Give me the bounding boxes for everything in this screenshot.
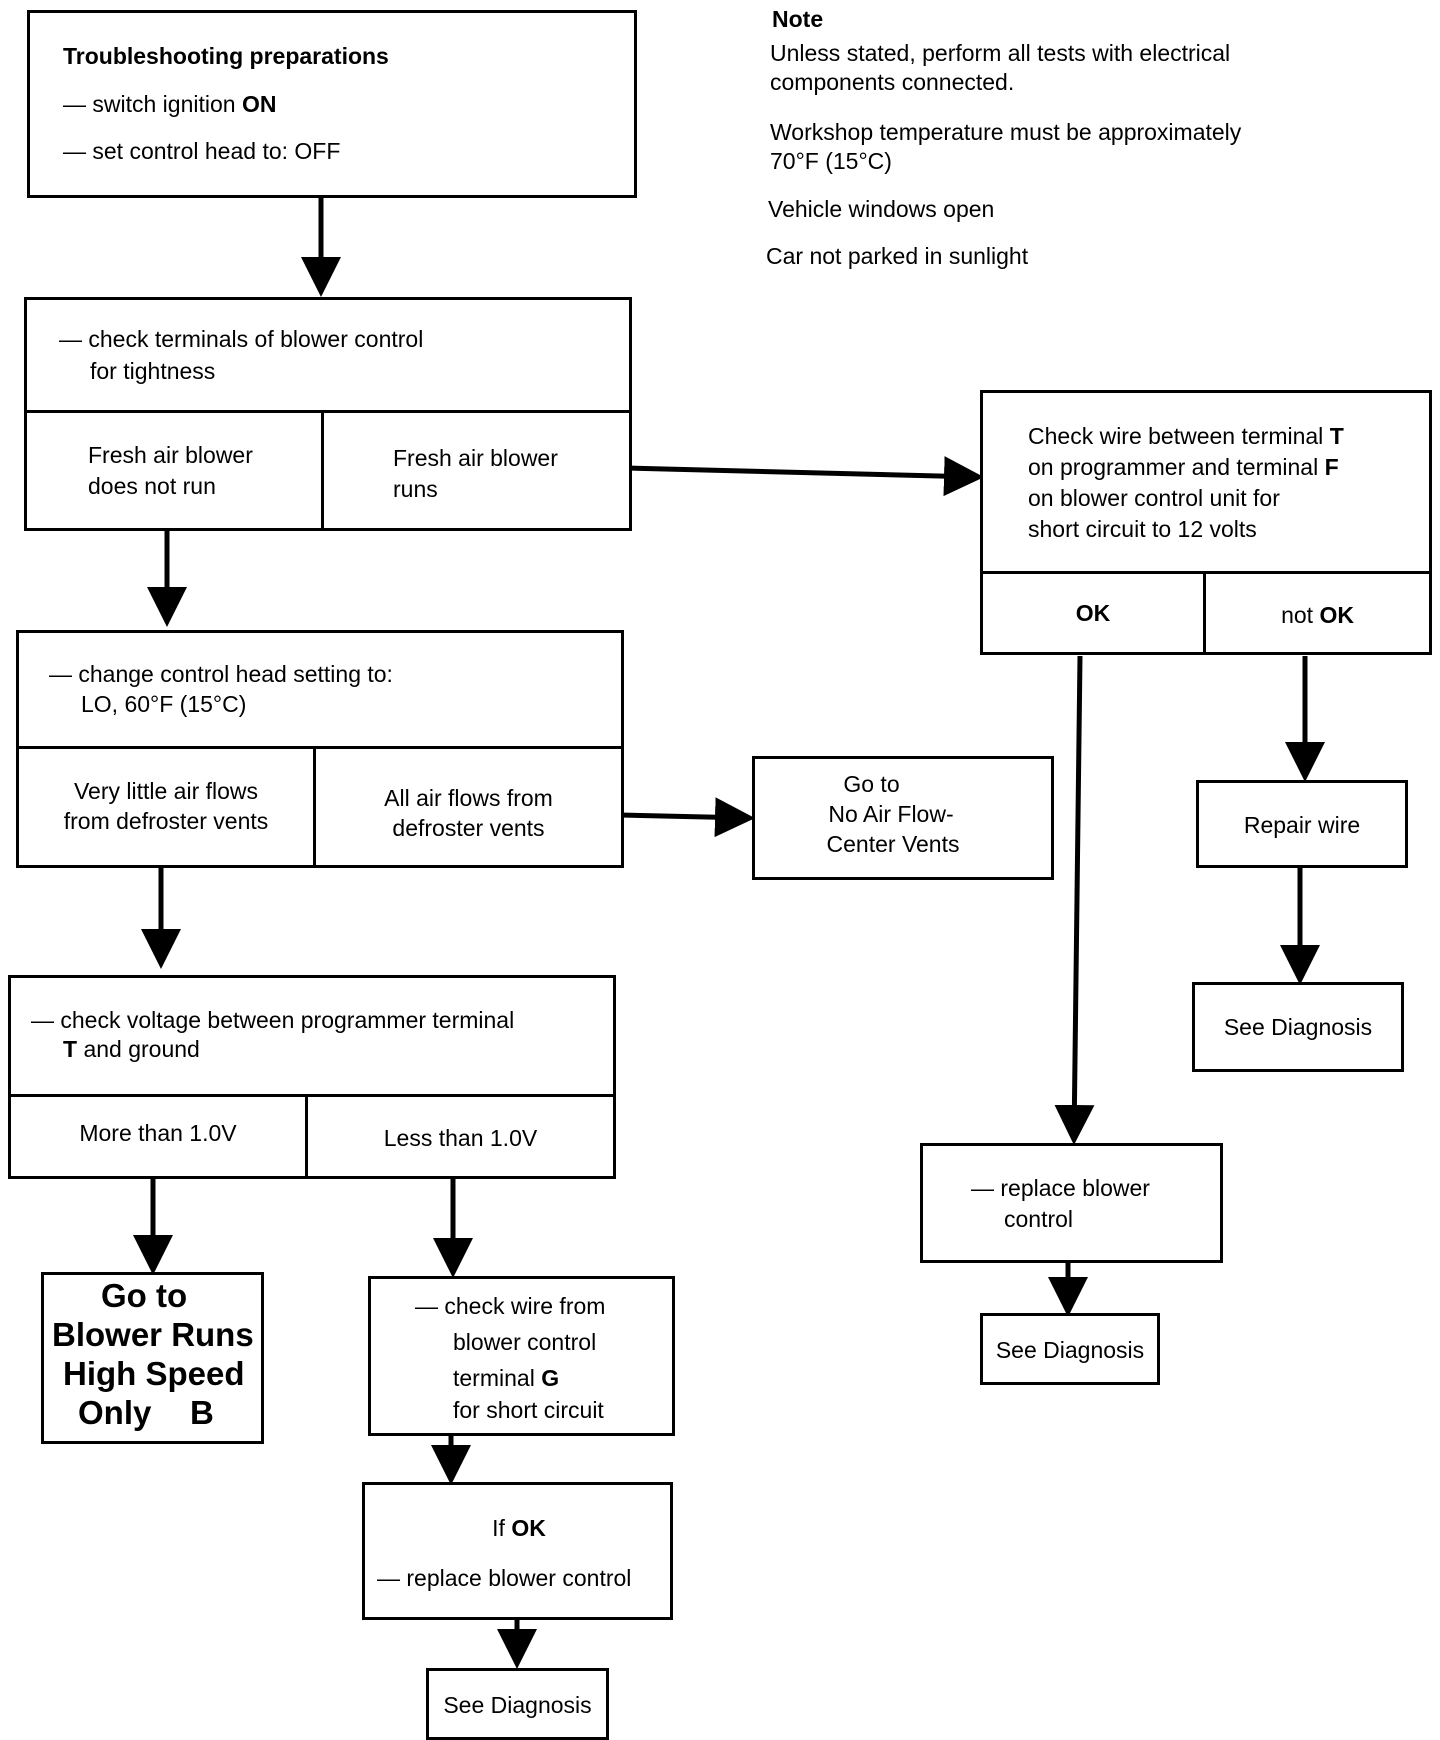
go-center-line2: No Air Flow- xyxy=(828,801,954,827)
replace-blower-line2: control xyxy=(1004,1206,1074,1232)
little-air-line1: Very little air flows xyxy=(73,778,259,804)
arrow-runs-to-check-wire-t xyxy=(626,456,984,497)
see-diagnosis-bottom-label: See Diagnosis xyxy=(443,1692,592,1718)
if-ok-line: — replace blower control xyxy=(377,1565,632,1591)
check-voltage-box: — check voltage between programmer termi… xyxy=(8,975,616,1179)
not-ok-text: not xyxy=(1281,602,1320,628)
prep-line-control-head: — set control head to: OFF xyxy=(63,138,341,164)
more-than-label: More than 1.0V xyxy=(79,1120,237,1146)
go-blower-line4-b: B xyxy=(190,1394,214,1431)
go-center-line3: Center Vents xyxy=(826,831,960,857)
check-wire-t-line1: Check wire between terminal T xyxy=(1028,421,1344,452)
check-wire-g-line1: — check wire from xyxy=(415,1293,606,1319)
check-wire-t-divider xyxy=(983,571,1429,574)
replace-blower-box: — replace blower control xyxy=(920,1143,1223,1263)
if-ok-title: If OK xyxy=(365,1513,673,1544)
check-voltage-line1: — check voltage between programmer termi… xyxy=(31,1007,515,1033)
prep-box: Troubleshooting preparations — switch ig… xyxy=(27,10,637,198)
note-p4: Car not parked in sunlight xyxy=(766,243,1029,269)
change-control-box: — change control head setting to: LO, 60… xyxy=(16,630,624,868)
note-p1-line2: components connected. xyxy=(770,69,1015,95)
check-wire-t-line2-text: on programmer and terminal xyxy=(1028,454,1325,480)
see-diagnosis-mid-label: See Diagnosis xyxy=(995,1337,1145,1363)
blower-runs-line1: Fresh air blower xyxy=(393,445,558,471)
change-control-line1: — change control head setting to: xyxy=(49,661,393,687)
terminal-t-label: T xyxy=(1329,423,1344,449)
go-blower-line2: Blower Runs xyxy=(52,1316,254,1353)
blower-runs-line2: runs xyxy=(393,476,438,502)
less-than-label: Less than 1.0V xyxy=(383,1125,538,1151)
see-diagnosis-bottom-box: See Diagnosis xyxy=(426,1668,609,1740)
little-air-line2: from defroster vents xyxy=(63,808,269,834)
check-wire-t-box: Check wire between terminal T on program… xyxy=(980,390,1432,655)
check-terminals-split xyxy=(321,410,324,528)
all-air-line1: All air flows from xyxy=(384,785,553,811)
go-center-line1: Go to xyxy=(843,771,900,797)
arrow-all-air-to-go-center xyxy=(619,797,755,838)
check-terminals-divider xyxy=(27,410,629,413)
change-control-line2: LO, 60°F (15°C) xyxy=(81,691,247,717)
check-wire-t-split xyxy=(1203,571,1206,652)
check-wire-t-line2: on programmer and terminal F xyxy=(1028,452,1339,483)
check-wire-t-line4: short circuit to 12 volts xyxy=(1028,516,1257,542)
prep-line-ignition: — switch ignition ON xyxy=(63,89,276,120)
note-title: Note xyxy=(772,6,824,32)
check-terminals-line1: — check terminals of blower control xyxy=(59,326,424,352)
if-ok-title-bold: OK xyxy=(511,1515,546,1541)
check-wire-g-line2: blower control xyxy=(453,1329,597,1355)
prep-title: Troubleshooting preparations xyxy=(63,43,389,69)
see-diagnosis-right-box: See Diagnosis xyxy=(1192,982,1404,1072)
check-wire-g-box: — check wire from blower control termina… xyxy=(368,1276,675,1436)
change-control-divider xyxy=(19,746,621,749)
ok-label: OK xyxy=(1075,600,1111,626)
if-ok-title-text: If xyxy=(492,1515,512,1541)
not-ok-label: not OK xyxy=(1206,600,1429,631)
all-air-line2: defroster vents xyxy=(392,815,545,841)
check-wire-t-line3: on blower control unit for xyxy=(1028,485,1280,511)
if-ok-box: If OK — replace blower control xyxy=(362,1482,673,1620)
note-p3: Vehicle windows open xyxy=(768,196,995,222)
check-voltage-line2: T and ground xyxy=(63,1034,200,1065)
note-p2-line2: 70°F (15°C) xyxy=(770,148,892,174)
check-wire-g-line3: terminal G xyxy=(453,1363,559,1394)
check-wire-g-line3-text: terminal xyxy=(453,1365,542,1391)
go-center-vents-box: Go to No Air Flow- Center Vents xyxy=(752,756,1054,880)
change-control-split xyxy=(313,746,316,865)
go-blower-line3: High Speed xyxy=(63,1355,245,1392)
prep-line-ignition-bold: ON xyxy=(241,91,277,117)
repair-wire-box: Repair wire xyxy=(1196,780,1408,868)
go-blower-runs-box: Go to Blower Runs High Speed Only B xyxy=(41,1272,264,1444)
terminal-f-label: F xyxy=(1324,454,1339,480)
check-terminals-line2: for tightness xyxy=(90,358,216,384)
see-diagnosis-mid-box: See Diagnosis xyxy=(980,1313,1160,1385)
blower-not-run-line1: Fresh air blower xyxy=(88,442,253,468)
replace-blower-line1: — replace blower xyxy=(971,1175,1150,1201)
note-p1-line1: Unless stated, perform all tests with el… xyxy=(770,40,1231,66)
see-diagnosis-right-label: See Diagnosis xyxy=(1223,1014,1373,1040)
not-ok-bold: OK xyxy=(1319,602,1354,628)
terminal-g-label: G xyxy=(541,1365,560,1391)
go-blower-line4-only: Only xyxy=(78,1394,152,1431)
note-p2-line1: Workshop temperature must be approximate… xyxy=(770,119,1242,145)
check-voltage-split xyxy=(305,1094,308,1176)
repair-wire-label: Repair wire xyxy=(1243,812,1361,838)
check-terminals-box: — check terminals of blower control for … xyxy=(24,297,632,531)
arrow-ok-to-replace-blower xyxy=(1054,655,1095,1145)
go-blower-line1: Go to xyxy=(101,1277,188,1314)
blower-not-run-line2: does not run xyxy=(88,473,216,499)
check-wire-t-line1-text: Check wire between terminal xyxy=(1028,423,1330,449)
check-voltage-divider xyxy=(11,1094,613,1097)
prep-line-ignition-text: — switch ignition xyxy=(63,91,242,117)
terminal-t-voltage-label: T xyxy=(63,1036,78,1062)
check-wire-g-line4: for short circuit xyxy=(453,1397,604,1423)
check-voltage-line2-text: and ground xyxy=(77,1036,200,1062)
